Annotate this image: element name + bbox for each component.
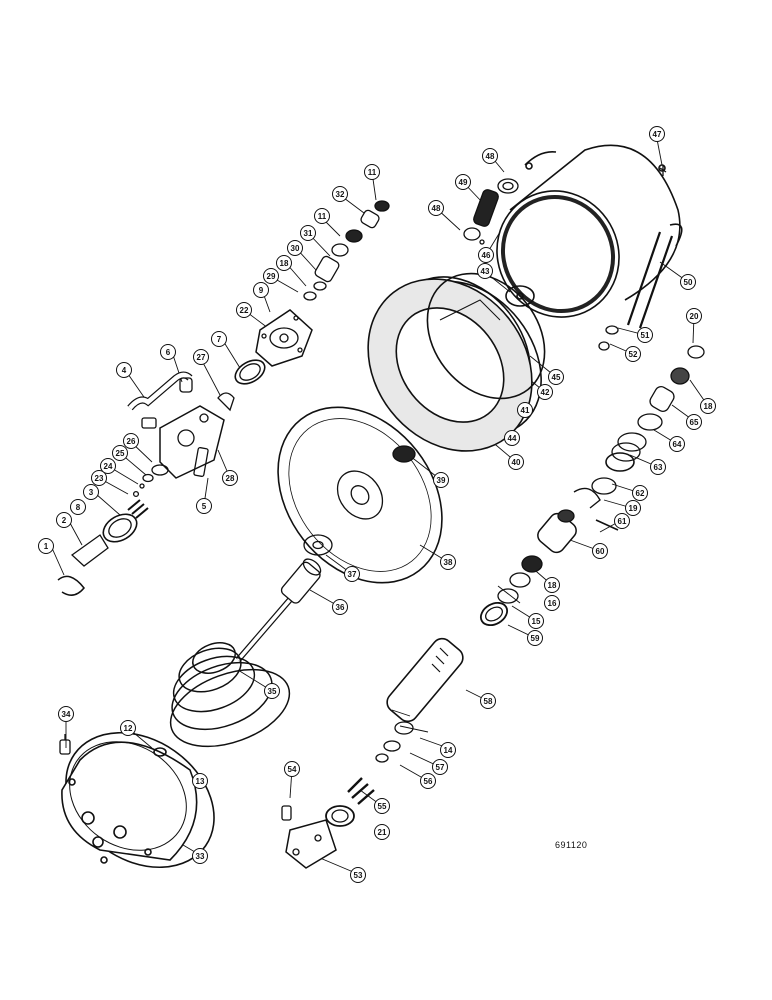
callout-56: 56: [420, 773, 436, 789]
callout-11b: 11: [314, 208, 330, 224]
callout-13: 13: [192, 773, 208, 789]
callout-32: 32: [332, 186, 348, 202]
callout-58: 58: [480, 693, 496, 709]
callout-28: 28: [222, 470, 238, 486]
adjuster-group: [281, 345, 705, 869]
callout-19: 19: [625, 500, 641, 516]
control-valve-group: [57, 371, 235, 596]
callout-55: 55: [374, 798, 390, 814]
callout-2: 2: [56, 512, 72, 528]
callout-34: 34: [58, 706, 74, 722]
callout-18c: 18: [276, 255, 292, 271]
cylinder-shell: [496, 144, 683, 329]
bolts-small: [598, 165, 667, 351]
callout-59: 59: [527, 630, 543, 646]
callout-24: 24: [100, 458, 116, 474]
callout-60: 60: [592, 543, 608, 559]
callout-36: 36: [332, 599, 348, 615]
callout-5: 5: [196, 498, 212, 514]
callout-4: 4: [116, 362, 132, 378]
callout-25: 25: [112, 445, 128, 461]
drawing-number: 691120: [555, 840, 588, 850]
callout-62: 62: [632, 485, 648, 501]
diaphragm-assembly: [367, 272, 546, 452]
callout-46: 46: [478, 247, 494, 263]
callout-21: 21: [374, 824, 390, 840]
callout-37: 37: [344, 566, 360, 582]
callout-1: 1: [38, 538, 54, 554]
callout-18b: 18: [544, 577, 560, 593]
callout-61: 61: [614, 513, 630, 529]
callout-15: 15: [528, 613, 544, 629]
callout-47: 47: [649, 126, 665, 142]
callout-50: 50: [680, 274, 696, 290]
callout-52: 52: [625, 346, 641, 362]
callout-9: 9: [253, 282, 269, 298]
callout-57: 57: [432, 759, 448, 775]
callout-41: 41: [517, 402, 533, 418]
callout-20: 20: [686, 308, 702, 324]
callout-35: 35: [264, 683, 280, 699]
callout-44: 44: [504, 430, 520, 446]
callout-14: 14: [440, 742, 456, 758]
callout-64: 64: [669, 436, 685, 452]
callout-43: 43: [477, 263, 493, 279]
callout-18a: 18: [700, 398, 716, 414]
fittings-46-49: [463, 178, 519, 245]
callout-30: 30: [287, 240, 303, 256]
callout-7: 7: [211, 331, 227, 347]
callout-40: 40: [508, 454, 524, 470]
front-housing: [61, 731, 215, 869]
callout-42: 42: [537, 384, 553, 400]
callout-31: 31: [300, 225, 316, 241]
callout-33: 33: [192, 848, 208, 864]
callout-63: 63: [650, 459, 666, 475]
callout-29: 29: [263, 268, 279, 284]
callout-53: 53: [350, 867, 366, 883]
callout-12: 12: [120, 720, 136, 736]
callout-49: 49: [455, 174, 471, 190]
callout-22: 22: [236, 302, 252, 318]
callout-6: 6: [160, 344, 176, 360]
callout-3: 3: [83, 484, 99, 500]
callout-39: 39: [433, 472, 449, 488]
callout-48a: 48: [482, 148, 498, 164]
callout-11a: 11: [364, 164, 380, 180]
return-spring: [169, 642, 291, 748]
callout-27: 27: [193, 349, 209, 365]
callout-65: 65: [686, 414, 702, 430]
nipple-34: [59, 734, 71, 755]
callout-54: 54: [284, 761, 300, 777]
callout-45: 45: [548, 369, 564, 385]
callout-26: 26: [123, 433, 139, 449]
callout-38: 38: [440, 554, 456, 570]
piston-plate: [277, 406, 443, 584]
callout-16: 16: [544, 595, 560, 611]
callout-51: 51: [637, 327, 653, 343]
valve-body-group: [234, 200, 390, 385]
callout-8: 8: [70, 499, 86, 515]
push-rod: [235, 558, 322, 662]
callout-23: 23: [91, 470, 107, 486]
callout-48b: 48: [428, 200, 444, 216]
